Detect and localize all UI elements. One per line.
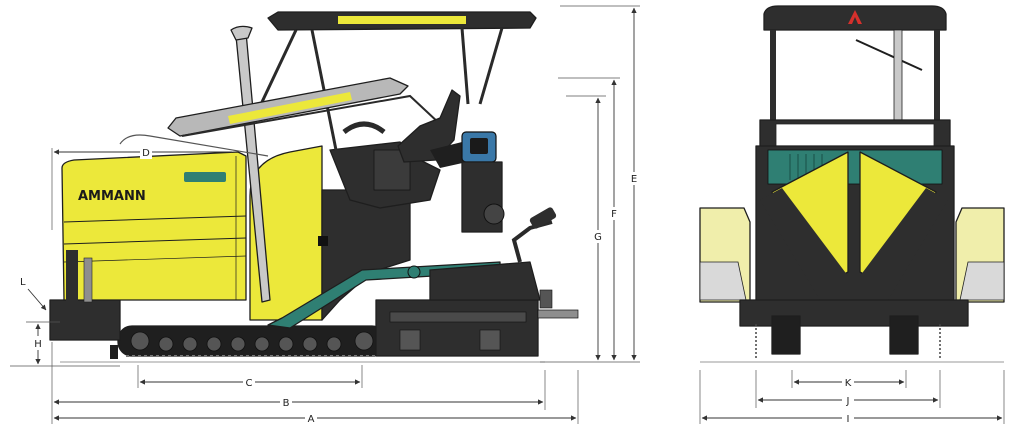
side-dimensions: A B C D E F G H L xyxy=(10,5,640,425)
front-canopy xyxy=(763,5,947,149)
control-console xyxy=(461,131,505,233)
front-dimensions: I J K xyxy=(699,370,1005,425)
right-track xyxy=(889,315,919,355)
front-bumper xyxy=(49,299,121,341)
dim-label-h: H xyxy=(34,339,42,350)
front-hopper-wings xyxy=(760,151,948,300)
dim-label-i: I xyxy=(847,414,850,425)
side-flaps xyxy=(699,207,1005,303)
dim-label-k: K xyxy=(845,378,852,389)
dim-label-b: B xyxy=(283,398,290,409)
dim-label-g: G xyxy=(594,232,602,243)
hopper: AMMANN xyxy=(61,151,247,303)
dim-label-c: C xyxy=(246,378,253,389)
dim-label-a: A xyxy=(308,414,315,425)
screed-control xyxy=(511,207,557,263)
steering-wheel xyxy=(342,121,386,135)
dim-label-j: J xyxy=(846,396,850,407)
left-track xyxy=(771,315,801,355)
crawler-track xyxy=(117,325,387,357)
front-view-paver xyxy=(699,5,1005,363)
side-view-paver: AMMANN xyxy=(49,11,579,363)
exhaust-stack xyxy=(230,25,271,303)
model-badge xyxy=(184,172,226,182)
side-logo: AMMANN xyxy=(78,189,146,204)
brand-logo-icon xyxy=(848,10,862,24)
folded-roof xyxy=(119,77,441,157)
dim-label-e: E xyxy=(631,174,637,185)
dim-label-d: D xyxy=(142,148,150,159)
screed xyxy=(375,261,579,357)
dim-label-f: F xyxy=(611,209,617,220)
dim-label-l: L xyxy=(20,277,26,288)
canopy-roof xyxy=(260,11,537,151)
